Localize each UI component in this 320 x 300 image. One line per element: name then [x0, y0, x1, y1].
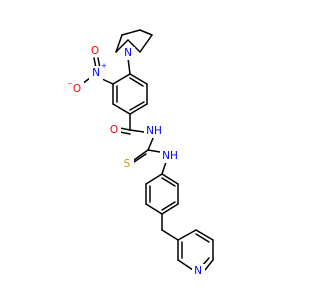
bond [145, 173, 163, 185]
bond [161, 201, 176, 211]
bond [127, 39, 141, 53]
bond [119, 127, 131, 131]
label-background [108, 123, 121, 136]
bond [161, 177, 176, 187]
bond [204, 259, 214, 271]
thiocarbonyl-sulfur-label: S [124, 158, 131, 170]
bond [133, 149, 149, 161]
nitro-oxygen-left-label: O [73, 83, 81, 95]
nitro-nitrogen-charge: + [101, 62, 107, 70]
bond [161, 161, 167, 175]
bond [129, 103, 148, 115]
thioamide-hydrogen-label: H [170, 150, 178, 162]
bond [195, 233, 210, 243]
nitro-oxygen-top-label: O [91, 45, 99, 57]
amide-nitrogen-label: N [146, 125, 154, 137]
bond [119, 131, 131, 135]
bond [127, 57, 131, 75]
label-background [160, 150, 180, 163]
bond-layer [81, 29, 214, 271]
molecule-structure-diagram: N N + O O − O N H S N H N [67, 29, 214, 277]
bond [139, 34, 153, 53]
bond [129, 73, 148, 85]
bond [112, 103, 131, 115]
bond [147, 135, 155, 151]
bond [115, 34, 123, 53]
bond [129, 101, 145, 111]
label-background [121, 157, 134, 170]
nitro-oxygen-left-charge: − [67, 80, 73, 88]
bond [112, 73, 131, 85]
bond [147, 149, 161, 153]
bond [195, 229, 214, 241]
bond [139, 29, 153, 36]
bond [177, 259, 194, 271]
amide-oxygen-label: O [110, 124, 118, 136]
bond [161, 229, 179, 241]
label-background [89, 66, 103, 80]
thioamide-nitrogen-label: N [162, 150, 170, 162]
atom-label-layer: N N + O O − O N H S N H N [67, 44, 205, 277]
nitro-nitrogen-label: N [92, 67, 100, 79]
bond [161, 173, 179, 185]
bond [177, 229, 197, 241]
bond [145, 203, 163, 215]
bond [115, 39, 129, 53]
pyridine-nitrogen-label: N [194, 265, 202, 277]
bond [133, 153, 147, 163]
bond [161, 203, 179, 215]
label-background [70, 82, 84, 95]
bond [129, 129, 145, 133]
label-background [144, 125, 164, 138]
pyrrolidine-nitrogen-label: N [124, 47, 132, 59]
label-background [122, 47, 135, 60]
label-background [89, 44, 102, 57]
label-background [192, 264, 205, 277]
amide-hydrogen-label: H [154, 125, 162, 137]
bond [121, 29, 141, 36]
bond [129, 77, 144, 87]
